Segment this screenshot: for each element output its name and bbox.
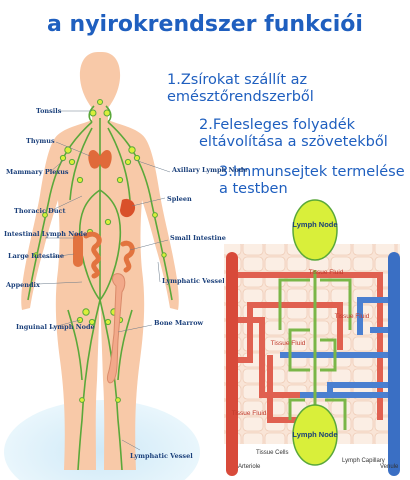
lymphatic-body-figure: Tonsils Thymus Mammary Plexus Thoracic D… xyxy=(4,52,248,480)
label-venule: Venule xyxy=(380,464,399,470)
organs xyxy=(73,150,136,384)
background-glow xyxy=(4,400,200,480)
label-lymph-node-bottom: Lymph Node xyxy=(292,430,337,439)
label-lymph-node-top: Lymph Node xyxy=(292,220,337,229)
label-small-intestine: Small Intestine xyxy=(170,234,226,242)
label-lymph-capillary: Lymph Capillary xyxy=(342,458,385,464)
bone-marrow-bone xyxy=(107,273,126,384)
label-intestinal-lymph-node: Intestinal Lymph Node xyxy=(4,230,87,238)
label-tissue-fluid-3: Tissue Fluid xyxy=(335,313,370,320)
function-1-text: 1.Zsírokat szállít az emésztőrendszerből xyxy=(167,72,314,105)
page-title: a nyirokrendszer funkciói xyxy=(47,12,363,37)
small-intestine-organ xyxy=(120,240,135,273)
lymph-node-bottom xyxy=(292,404,338,466)
function-2-text: 2.Felesleges folyadék eltávolítása a szö… xyxy=(199,117,388,150)
label-tissue-fluid-2: Tissue Fluid xyxy=(271,340,306,347)
function-3-text: 3.Immunsejtek termelése a testben xyxy=(219,164,405,197)
label-lymphatic-vessel-bottom: Lymphatic Vessel xyxy=(130,452,193,460)
lymph-node-top xyxy=(292,199,338,261)
label-appendix: Appendix xyxy=(5,281,40,289)
label-mammary-plexus: Mammary Plexus xyxy=(6,168,69,176)
large-intestine-organ xyxy=(73,233,83,267)
label-axillary-lymph-node: Axillary Lymph Node xyxy=(171,166,248,174)
label-bone-marrow: Bone Marrow xyxy=(154,319,204,327)
label-tissue-cells: Tissue Cells xyxy=(256,450,288,456)
label-thoracic-duct: Thoracic Duct xyxy=(14,207,66,215)
label-tissue-fluid-4: Tissue Fluid xyxy=(232,410,267,417)
capillary-detail-diagram: Lymph Node Lymph Node Tissue Fluid Tissu… xyxy=(224,199,400,476)
spleen-organ xyxy=(120,198,136,218)
label-inguinal-lymph-node: Inguinal Lymph Node xyxy=(16,323,95,331)
label-spleen: Spleen xyxy=(167,195,192,203)
label-arteriole: Arteriole xyxy=(238,464,261,470)
label-tissue-fluid-1: Tissue Fluid xyxy=(309,269,344,276)
label-lymphatic-vessel: Lymphatic Vessel xyxy=(162,277,225,285)
label-thymus: Thymus xyxy=(26,137,55,145)
label-large-intestine: Large Intestine xyxy=(8,252,64,260)
lymph-capillaries xyxy=(278,270,352,440)
label-tonsils: Tonsils xyxy=(36,107,62,115)
leader-lines xyxy=(37,110,171,451)
thymus-organ xyxy=(88,150,112,169)
intestine-coils xyxy=(83,231,102,279)
